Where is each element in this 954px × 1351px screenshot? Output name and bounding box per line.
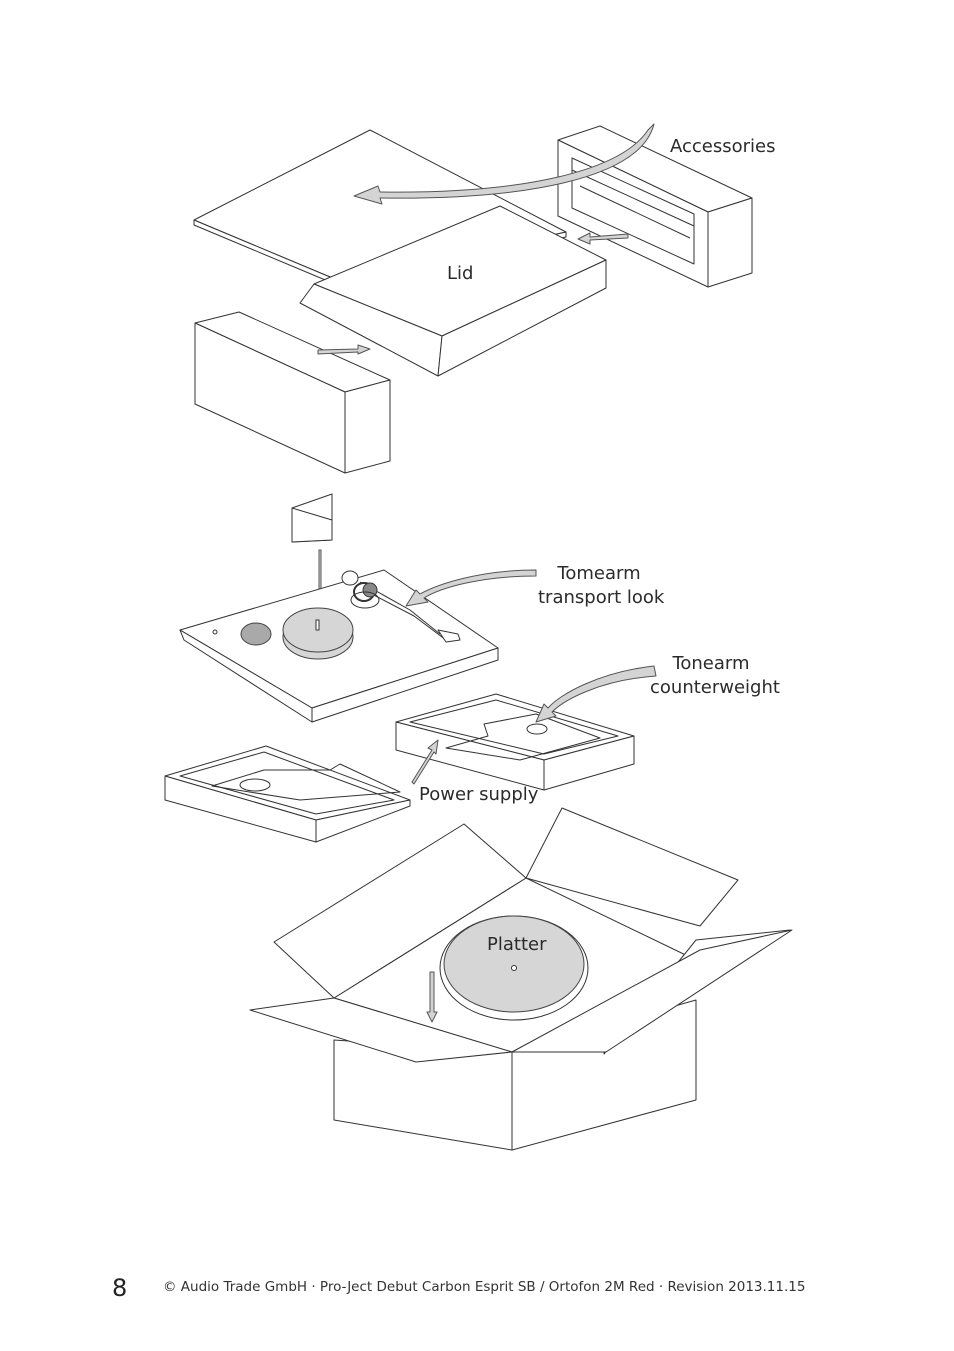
label-platter: Platter	[487, 934, 547, 955]
page-number: 8	[112, 1274, 128, 1302]
footer-text: © Audio Trade GmbH · Pro-Ject Debut Carb…	[163, 1279, 806, 1295]
label-counterweight: Tonearm counterweight	[650, 652, 780, 700]
lid-box	[299, 205, 607, 377]
arrow-into-lid-box	[577, 232, 629, 245]
arrow-into-carton	[426, 971, 438, 1023]
counterweight-arrow	[535, 665, 657, 723]
label-power-supply: Power supply	[419, 784, 539, 805]
label-tomearm-line1: Tomearm	[557, 563, 641, 584]
arrow-into-foam	[317, 344, 371, 355]
instruction-card	[291, 493, 333, 543]
label-tomearm: Tomearm transport look	[538, 562, 665, 610]
label-tomearm-line2: transport look	[538, 587, 665, 608]
label-lid: Lid	[447, 263, 474, 284]
tomearm-arrow	[405, 569, 537, 607]
left-foam-tray	[164, 745, 411, 843]
label-counterweight-line2: counterweight	[650, 677, 780, 698]
label-accessories: Accessories	[670, 136, 776, 157]
foam-block	[194, 311, 391, 474]
accessories-box	[557, 125, 753, 288]
shipping-carton	[249, 807, 793, 1151]
power-supply-arrow	[411, 739, 439, 785]
right-foam-tray	[395, 693, 635, 791]
turntable	[179, 569, 499, 723]
accessories-arrow	[353, 123, 655, 205]
label-counterweight-line1: Tonearm	[672, 653, 750, 674]
